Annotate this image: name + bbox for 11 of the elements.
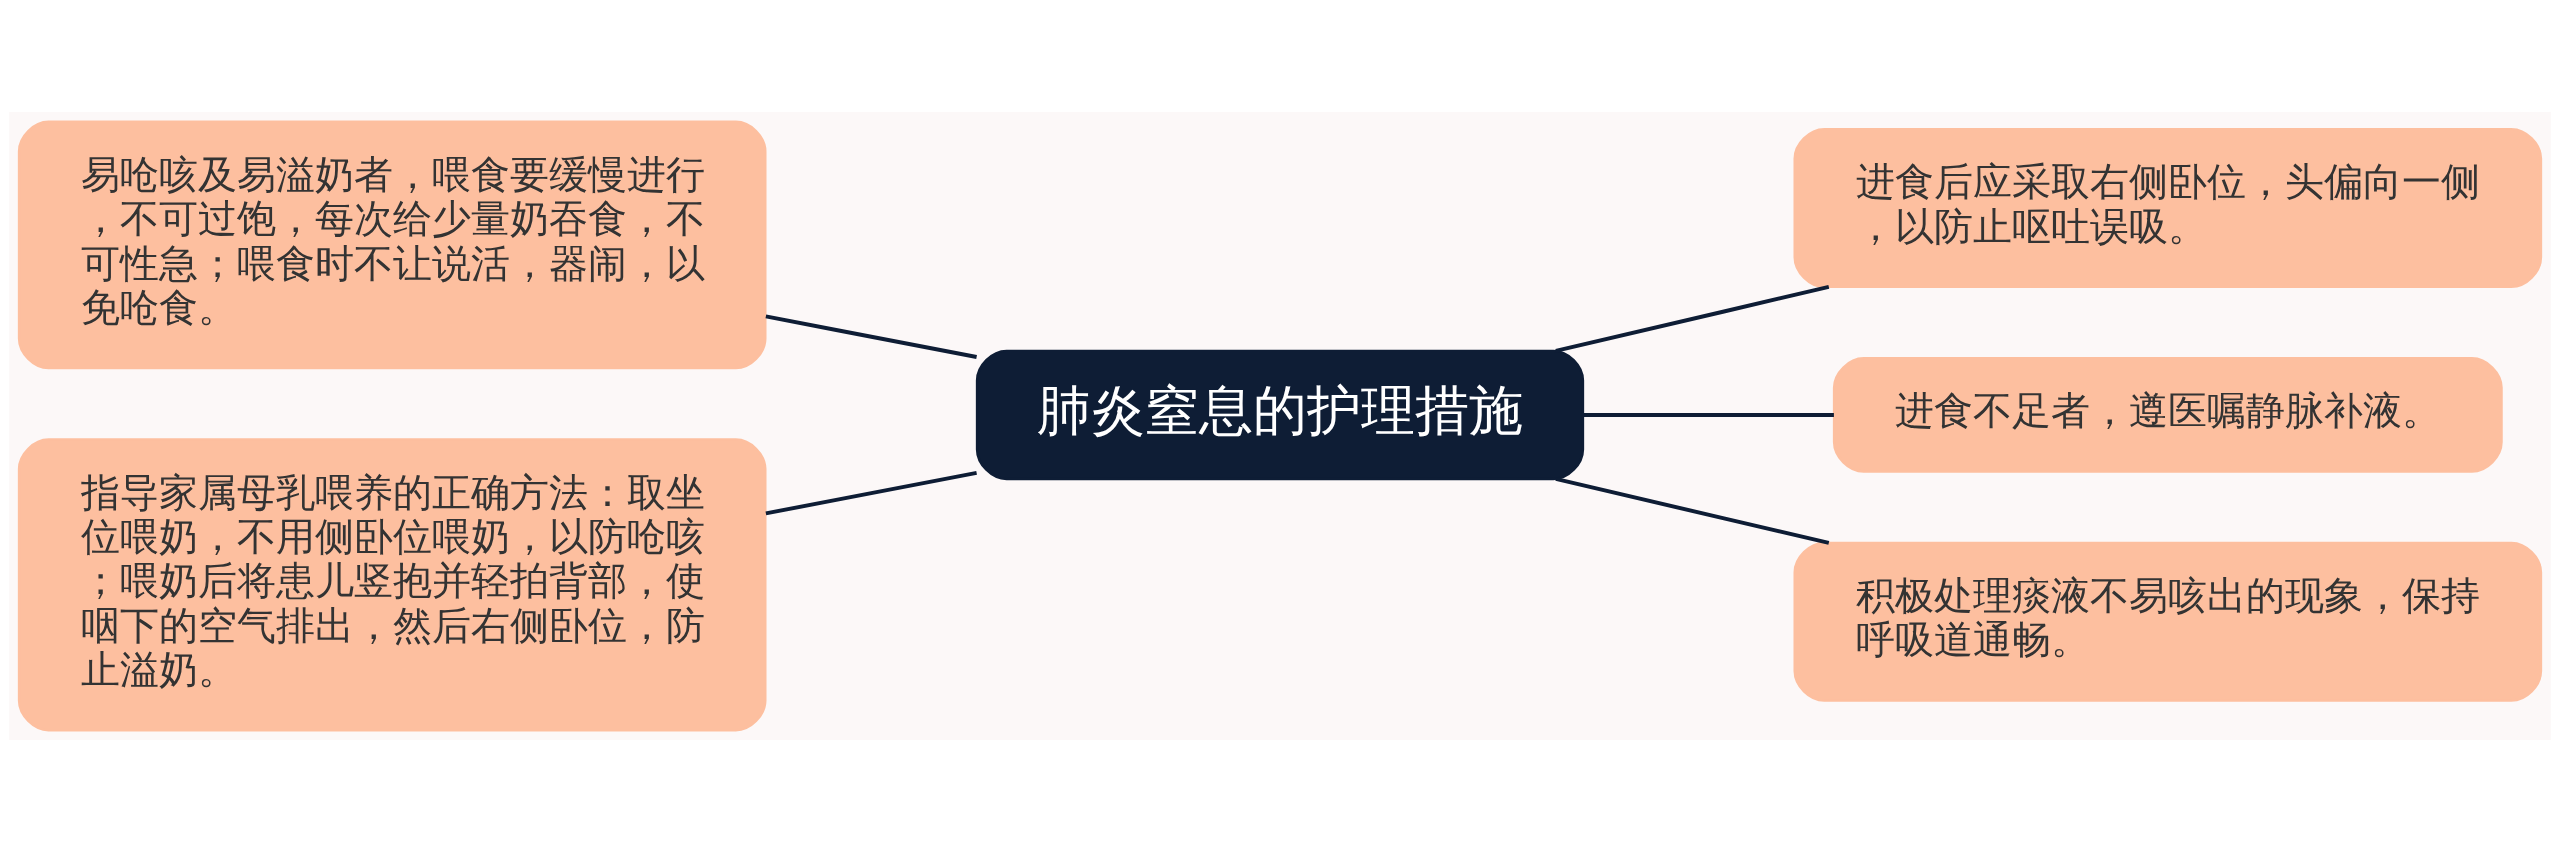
node-box: 进食后应采取右侧卧位，头偏向一侧，以防止呕吐误吸。 (1793, 128, 2543, 289)
node-box: 积极处理痰液不易咳出的现象，保持呼吸道通畅。 (1793, 541, 2543, 702)
connector (1555, 477, 1830, 545)
node-box: 指导家属母乳喂养的正确方法：取坐位喂奶，不用侧卧位喂奶，以防呛咳；喂奶后将患儿竖抱并轻拍背部，使咽下的空气排出，然后右侧卧位，防止溢奶。 (17, 438, 767, 732)
node-box: 肺炎窒息的护理措施 (975, 349, 1585, 481)
connector (765, 314, 977, 359)
connector (765, 470, 977, 516)
node-box: 易呛咳及易溢奶者，喂食要缓慢进行，不可过饱，每次给少量奶吞食，不可性急；喂食时不让说活，器闹，以免呛食。 (17, 120, 767, 370)
connector (1583, 412, 1834, 417)
connector (1555, 285, 1830, 353)
node-box: 进食不足者，遵医嘱静脉补液。 (1832, 357, 2503, 473)
